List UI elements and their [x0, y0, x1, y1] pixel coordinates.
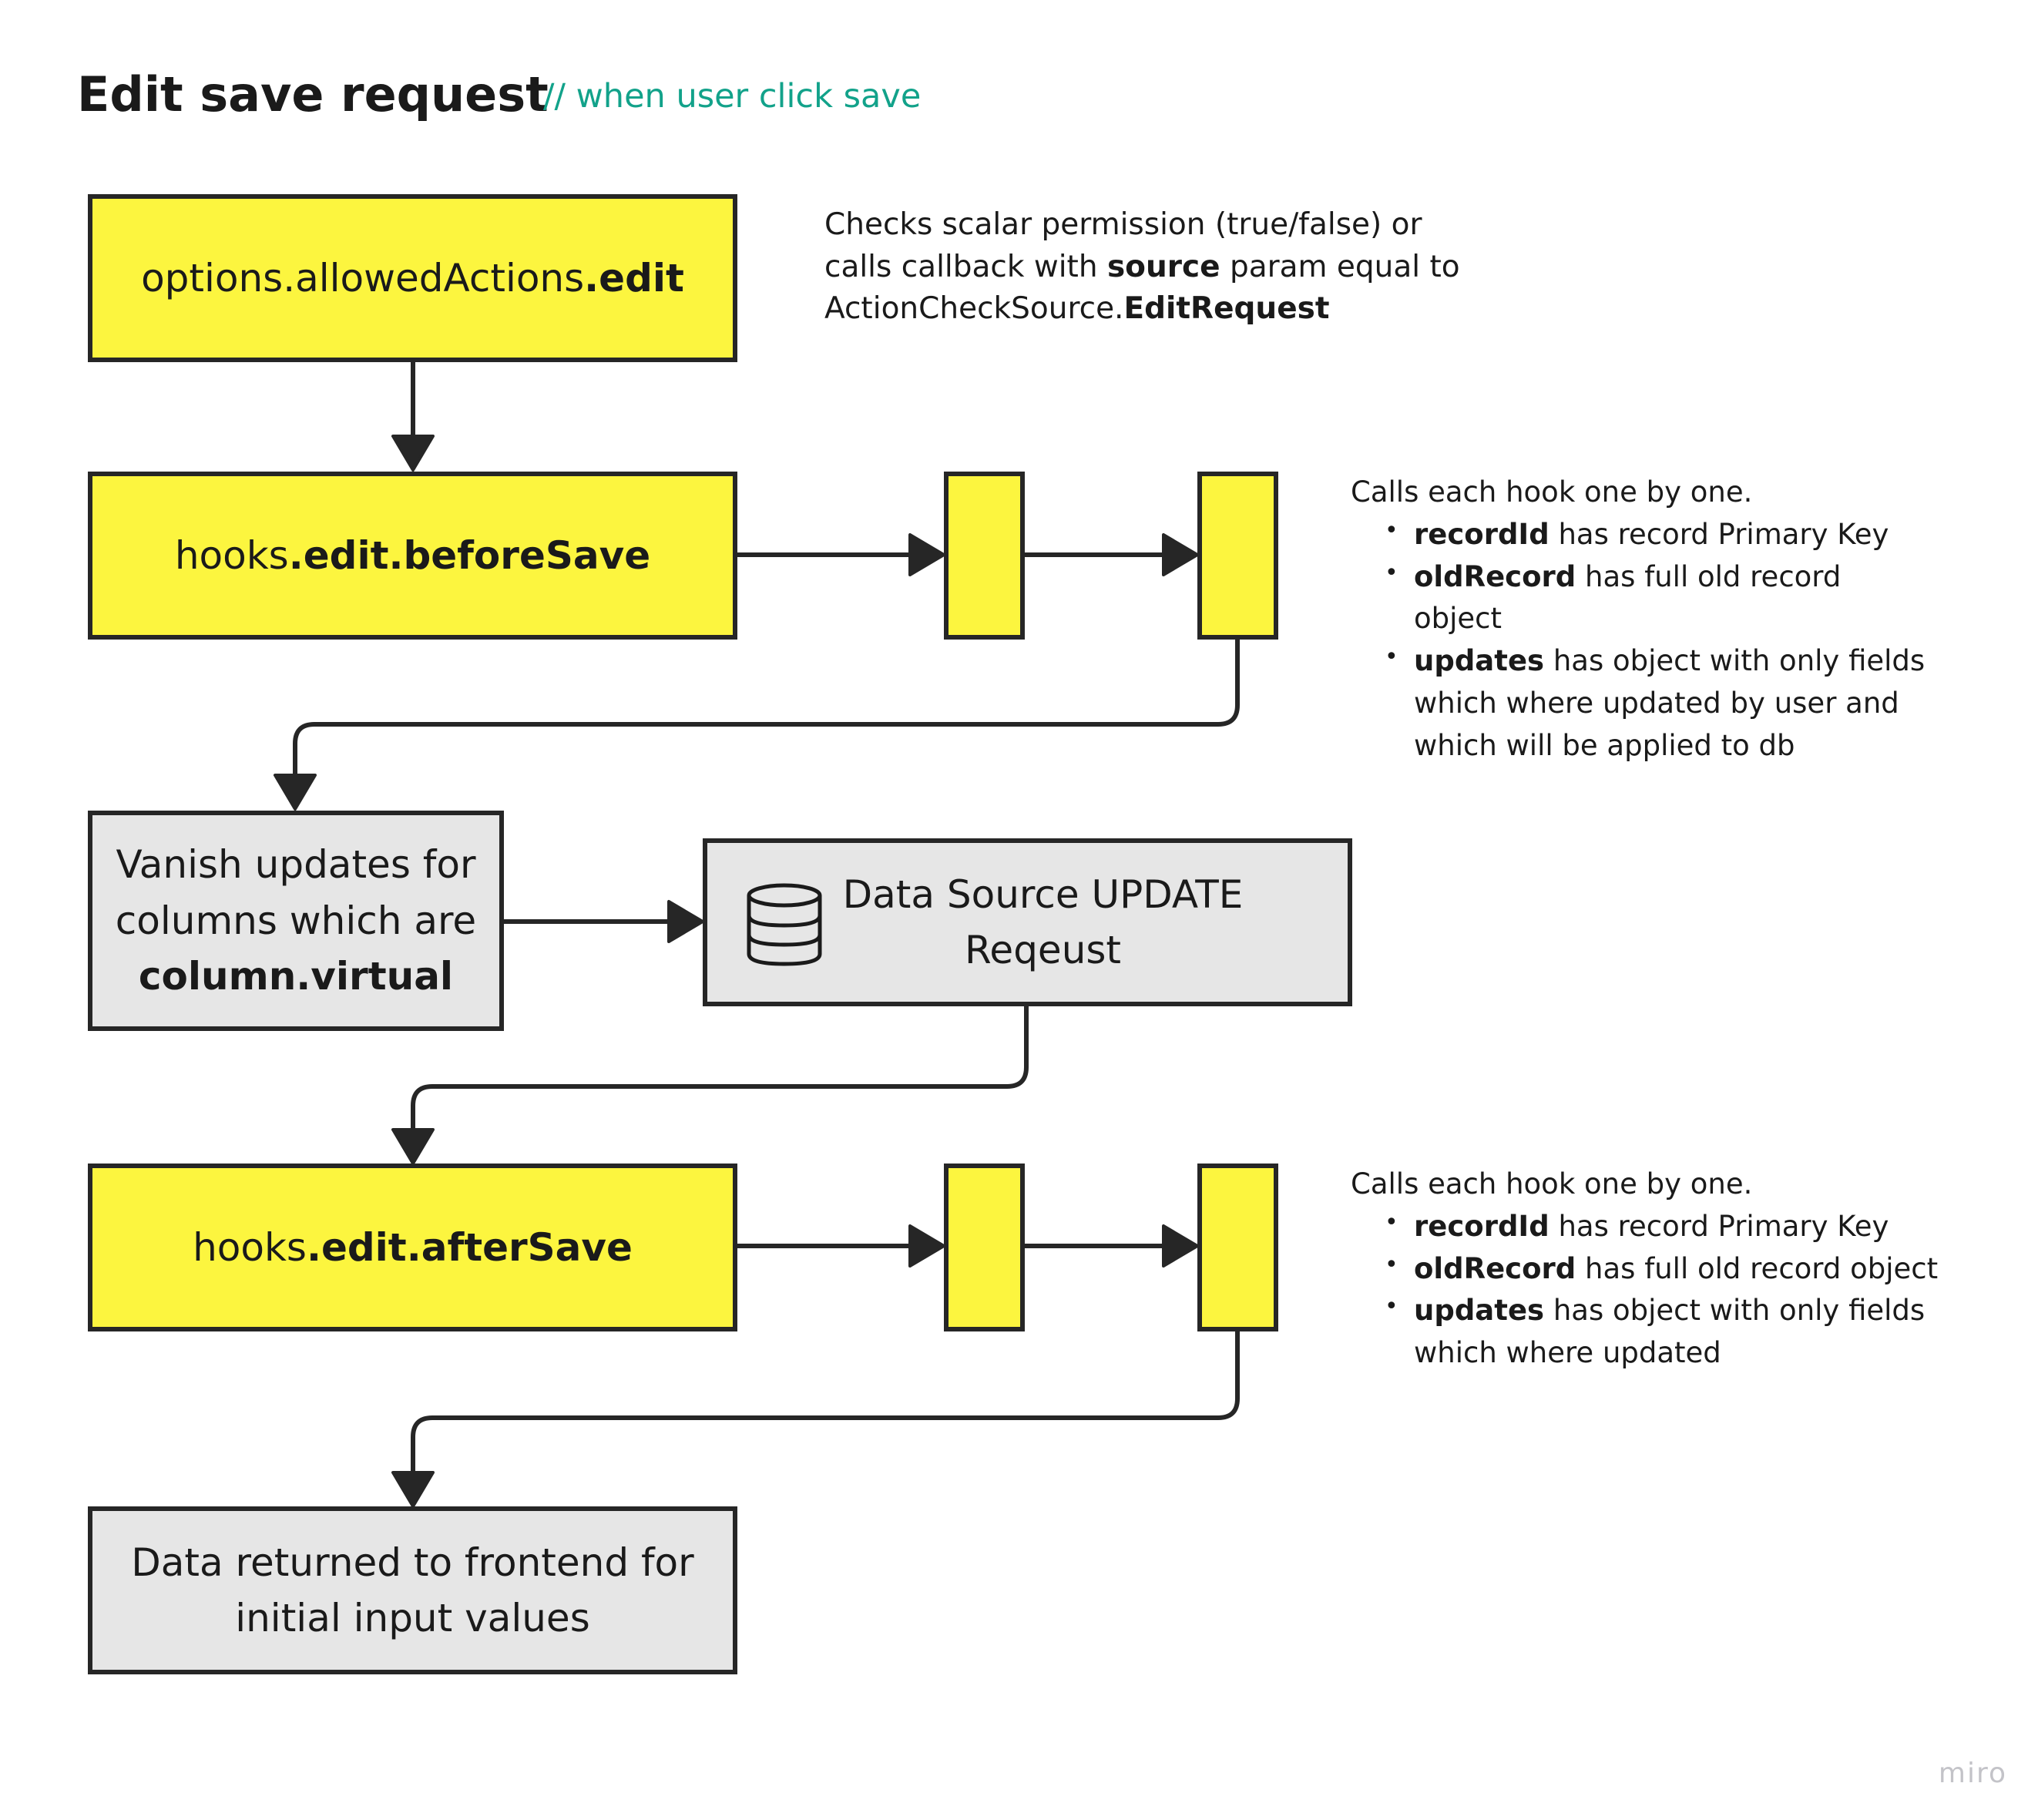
note-line: Checks scalar permission (true/false) or: [824, 207, 1422, 242]
hook-slot-before-2: [1197, 472, 1278, 640]
node-text-bold: column.virtual: [138, 954, 454, 999]
node-hooks-after-save: hooks.edit.afterSave: [88, 1164, 737, 1331]
list-item: updates has object with only fields whic…: [1385, 1290, 2006, 1375]
note-text: calls callback with: [824, 249, 1107, 284]
arrowhead: [391, 435, 435, 472]
node-vanish-virtual-columns: Vanish updates for columns which are col…: [88, 811, 504, 1031]
miro-logo: miro: [1938, 1758, 2007, 1789]
param-name: recordId: [1414, 1209, 1549, 1243]
note-text: param equal to: [1220, 249, 1460, 284]
list-item: oldRecord has full old record object: [1385, 556, 1936, 641]
node-text-bold: .edit: [584, 255, 684, 301]
list-item: updates has object with only fields whic…: [1385, 640, 1936, 767]
database-icon: [747, 883, 822, 966]
list-item: recordId has record Primary Key: [1385, 1206, 2006, 1248]
arrowhead: [391, 1128, 435, 1165]
node-text: options.allowedActions: [141, 255, 585, 301]
arrowhead: [391, 1471, 435, 1508]
list-item: recordId has record Primary Key: [1385, 514, 1936, 556]
node-data-source-update: Data Source UPDATE Reqeust: [703, 838, 1352, 1006]
node-text: Data Source UPDATE: [842, 871, 1244, 917]
note-after-save-hooks: Calls each hook one by one. recordId has…: [1351, 1164, 2006, 1375]
arrowhead: [667, 900, 704, 943]
note-intro: Calls each hook one by one.: [1351, 1167, 1753, 1200]
arrow-datasource-to-aftersave: [411, 1003, 1029, 1148]
node-text: hooks: [174, 532, 289, 578]
note-intro: Calls each hook one by one.: [1351, 475, 1753, 509]
page-subtitle: // when user click save: [543, 77, 922, 116]
hook-slot-after-1: [944, 1164, 1025, 1331]
node-text: Data returned to frontend for: [131, 1540, 694, 1585]
arrowhead: [274, 774, 317, 811]
note-permission: Checks scalar permission (true/false) or…: [824, 204, 1595, 331]
node-text: Reqeust: [964, 928, 1122, 972]
hook-slot-after-2: [1197, 1164, 1278, 1331]
note-line: ActionCheckSource.EditRequest: [824, 288, 1595, 331]
arrowhead: [908, 533, 945, 576]
param-name: oldRecord: [1414, 1251, 1576, 1285]
node-data-returned: Data returned to frontend for initial in…: [88, 1506, 737, 1674]
node-text: hooks: [193, 1224, 307, 1270]
param-desc: has object with only fields which where …: [1414, 644, 1926, 762]
arrowhead: [908, 1224, 945, 1268]
node-allowed-actions-edit: options.allowedActions.edit: [88, 194, 737, 362]
note-before-save-hooks: Calls each hook one by one. recordId has…: [1351, 472, 1936, 767]
note-text-bold: EditRequest: [1123, 291, 1330, 327]
param-name: oldRecord: [1414, 559, 1576, 593]
note-text: ActionCheckSource.: [824, 291, 1124, 327]
param-desc: has full old record object: [1414, 559, 1842, 636]
list-item: oldRecord has full old record object: [1385, 1248, 2006, 1291]
arrowhead: [1162, 1224, 1199, 1268]
arrowhead: [1162, 533, 1199, 576]
note-text-bold: source: [1106, 249, 1220, 284]
note-line: calls callback with source param equal t…: [824, 247, 1595, 289]
param-name: recordId: [1414, 517, 1549, 551]
page-title: Edit save request: [77, 66, 549, 123]
param-desc: has full old record object: [1576, 1251, 1939, 1285]
note-list: recordId has record Primary Key oldRecor…: [1351, 514, 1936, 767]
param-desc: has record Primary Key: [1549, 1209, 1889, 1243]
param-desc: has object with only fields which where …: [1414, 1294, 1926, 1369]
hook-slot-before-1: [944, 472, 1025, 640]
param-name: updates: [1414, 1294, 1545, 1328]
node-text: columns which are: [115, 898, 477, 943]
node-hooks-before-save: hooks.edit.beforeSave: [88, 472, 737, 640]
node-text-bold: .edit.afterSave: [306, 1224, 633, 1270]
node-text-bold: .edit.beforeSave: [288, 532, 651, 578]
node-text: Vanish updates for: [116, 842, 476, 888]
param-desc: has record Primary Key: [1549, 517, 1889, 551]
node-text: initial input values: [235, 1596, 590, 1640]
arrow-hook2-to-returned: [411, 1329, 1240, 1491]
arrow-hook2-to-vanish: [293, 638, 1240, 794]
param-name: updates: [1414, 644, 1545, 677]
note-list: recordId has record Primary Key oldRecor…: [1351, 1206, 2006, 1375]
